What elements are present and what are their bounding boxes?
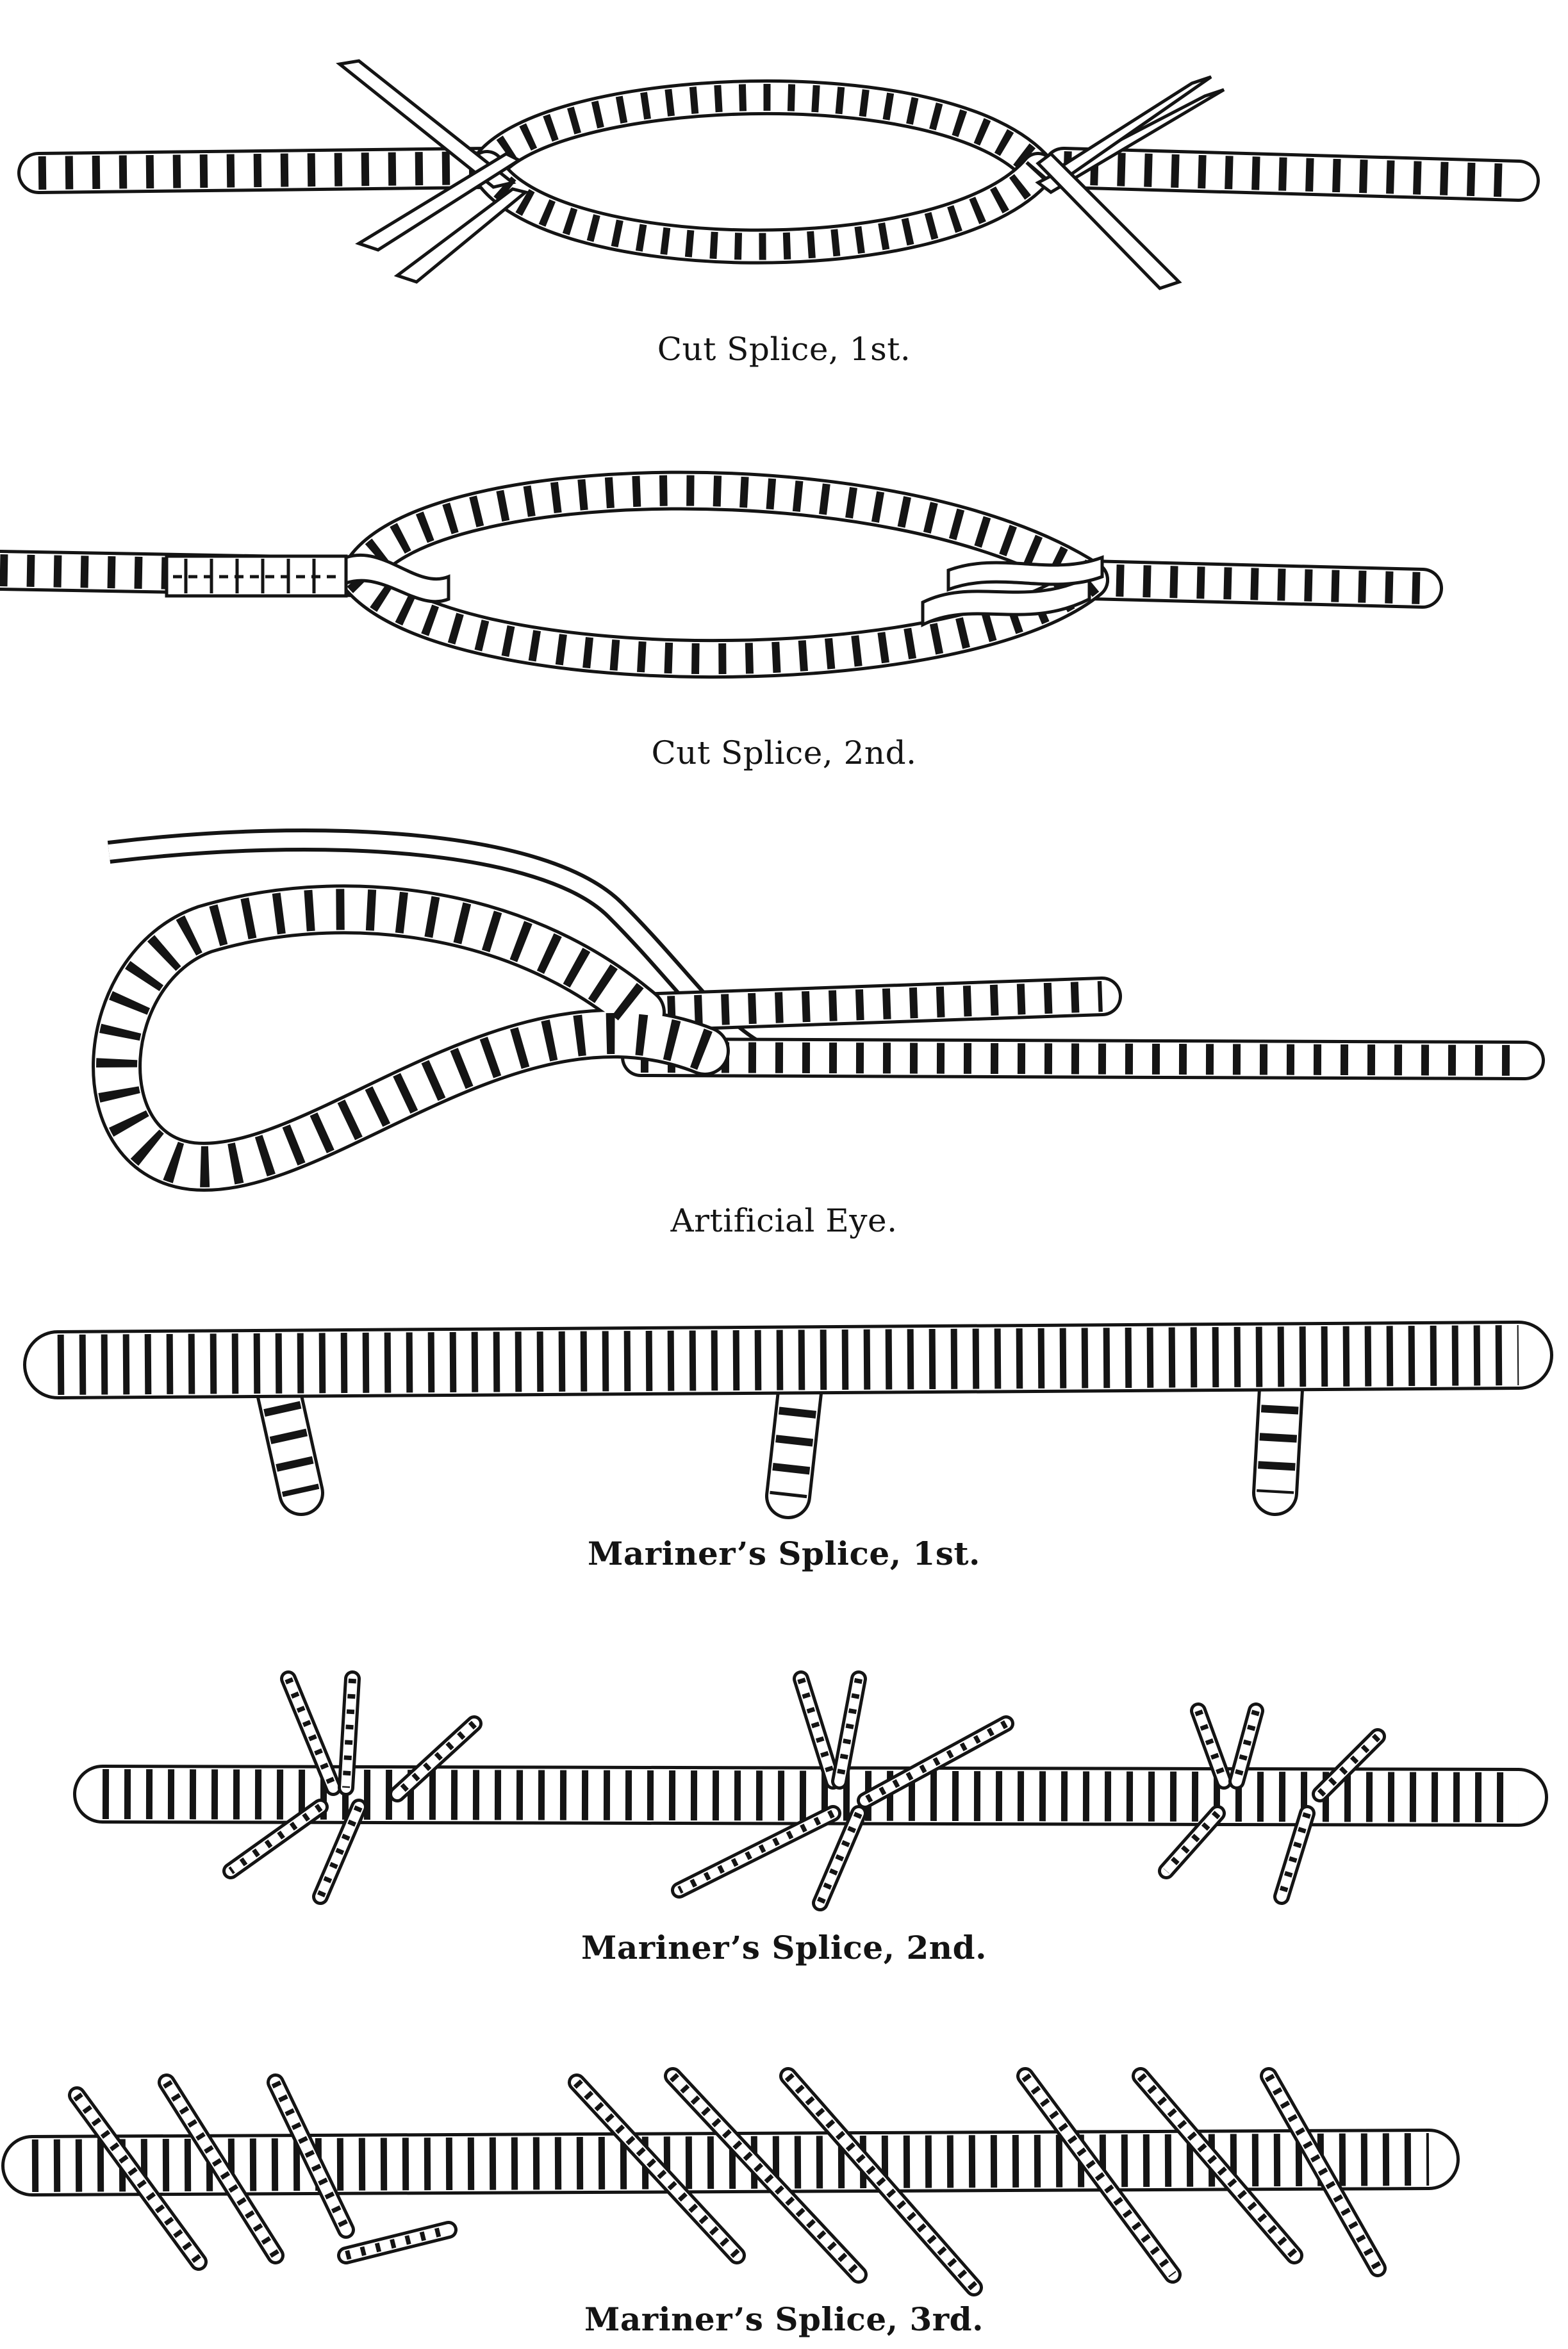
cut-splice-1-drawing: [17, 59, 1540, 290]
rope-core: [1315, 1731, 1383, 1799]
rope-group: [92, 884, 1545, 1192]
strand-end: [1036, 151, 1182, 290]
rope-lay: [342, 1678, 356, 1788]
figure-cut-splice-2: Cut Splice, 2nd.: [0, 384, 1568, 782]
rope-core: [1232, 1706, 1261, 1786]
caption: Artificial Eye.: [670, 1202, 898, 1239]
rope-group: [1, 2067, 1460, 2296]
rope-core: [667, 2070, 864, 2280]
figure-cut-splice-1: Cut Splice, 1st.: [0, 0, 1568, 384]
rope-group: [23, 1321, 1553, 1519]
rope-core: [95, 887, 727, 1189]
rope-lay: [345, 2225, 450, 2260]
tucked-strand: [344, 553, 450, 604]
rope-lay: [257, 1373, 320, 1497]
rope-lay: [163, 2080, 279, 2258]
tucked-strand: [921, 573, 1091, 628]
rope-core: [624, 980, 1119, 1029]
rope-core: [1046, 150, 1537, 199]
rope-core: [1276, 1808, 1312, 1902]
rope-lay: [863, 1720, 1008, 1804]
figure-mariners-splice-3: Mariner’s Splice, 3rd.: [0, 1999, 1568, 2349]
rope-lay: [1089, 564, 1423, 604]
strand-ends: [336, 59, 1225, 290]
rope-lay: [285, 1677, 337, 1790]
rope-lay: [797, 1677, 837, 1783]
mariners-splice-1-drawing: [23, 1321, 1553, 1519]
strand-end: [393, 187, 529, 284]
rope-lay: [57, 1325, 1519, 1395]
figure-mariners-splice-2: Mariner’s Splice, 2nd.: [0, 1640, 1568, 1999]
caption: Cut Splice, 1st.: [657, 331, 911, 368]
seizing: [165, 554, 348, 598]
rope-lay: [475, 83, 1048, 179]
rope-lay: [102, 1769, 1519, 1822]
rope-lay: [394, 1720, 477, 1797]
rope-core: [21, 150, 505, 191]
rope-core: [571, 2077, 743, 2261]
rope-core: [342, 560, 1106, 676]
artificial-eye-drawing: [92, 828, 1545, 1192]
rope-lay: [1063, 151, 1519, 197]
rope-group: [73, 1670, 1548, 1911]
mariners-splice-3-drawing: [1, 2067, 1460, 2296]
figure-artificial-eye: Artificial Eye.: [0, 782, 1568, 1269]
rope-lay: [1264, 2073, 1382, 2271]
caption: Mariner’s Splice, 2nd.: [581, 1929, 987, 1966]
rope-lay: [1021, 2073, 1176, 2278]
rope-lay: [784, 2073, 978, 2291]
rope-group: [17, 79, 1540, 265]
rope-lay: [1194, 1709, 1228, 1783]
rope-lay: [836, 1677, 862, 1783]
rope-core: [624, 1041, 1542, 1077]
rope-lay: [73, 2092, 202, 2265]
figure-mariners-splice-1: Mariner’s Splice, 1st.: [0, 1269, 1568, 1640]
rope-lay: [228, 1804, 323, 1874]
caption: Mariner’s Splice, 3rd.: [584, 2300, 984, 2338]
tucked-strands: [344, 553, 1104, 628]
rope-lay: [475, 160, 1048, 260]
rope-lay: [770, 1378, 820, 1499]
strand-end: [355, 152, 523, 252]
caption: Cut Splice, 2nd.: [651, 734, 917, 771]
rope-lay: [1163, 1811, 1221, 1874]
rope-lay: [1257, 1376, 1300, 1494]
caption: Mariner’s Splice, 1st.: [588, 1535, 980, 1572]
rope-lay: [31, 2133, 1430, 2192]
rope-core: [1135, 2070, 1300, 2261]
rope-core: [270, 2077, 352, 2236]
mariners-splice-2-drawing: [73, 1670, 1548, 1911]
rope-core: [342, 474, 1106, 597]
tucked-strand: [946, 555, 1104, 592]
strand-end: [336, 59, 516, 189]
cut-splice-2-drawing: [0, 470, 1443, 679]
rope-core: [674, 1808, 838, 1895]
rope-lay: [317, 1805, 363, 1899]
rope-lay: [816, 1811, 862, 1905]
